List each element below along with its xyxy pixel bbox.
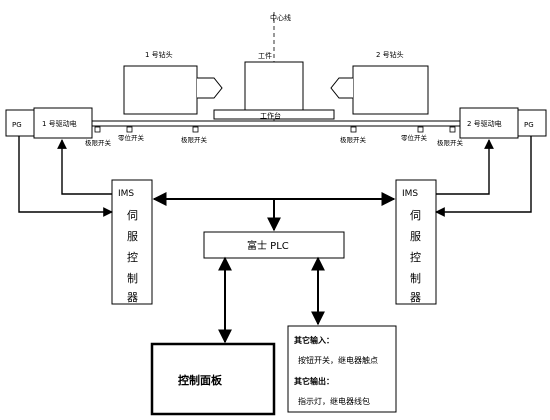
limit-switch-1 <box>94 126 101 133</box>
drill-bit-2 <box>330 77 353 99</box>
drive-motor-2 <box>459 107 519 139</box>
ims-right-line-5: 器 <box>410 291 421 304</box>
worktable-label: 工作台 <box>260 111 281 120</box>
ims-left-line-2: 服 <box>127 230 138 243</box>
limit-switch-2 <box>192 126 199 133</box>
ims-left-line-3: 控 <box>127 250 138 264</box>
limit-switch-4-label: 极限开关 <box>437 138 464 147</box>
pg-left-feedback-arrow <box>18 136 113 217</box>
worktable <box>213 109 335 120</box>
zero-switch-2-label: 零位开关 <box>401 133 428 142</box>
ims-left-line-4: 制 <box>127 272 138 285</box>
zero-switch-2 <box>417 126 424 133</box>
pg-right-feedback-arrow <box>435 136 532 217</box>
drill-head-2-label: 2 号钻头 <box>376 50 404 59</box>
ims-left-to-motor1-arrow <box>57 139 112 195</box>
motor-1-label: 1 号驱动电 <box>42 119 77 128</box>
zero-switch-1 <box>126 126 133 133</box>
other-input-title: 其它输入： <box>294 335 334 345</box>
other-input-detail: 按钮开关，继电器触点 <box>298 355 378 365</box>
motor-2-label: 2 号驱动电 <box>467 119 502 128</box>
pg-encoder-left <box>5 109 35 137</box>
other-io-box <box>287 325 397 413</box>
limit-switch-3-label: 极限开关 <box>340 135 367 144</box>
control-panel-label: 控制面板 <box>178 373 223 387</box>
ims-right-line-0: IMS <box>402 189 418 199</box>
pg-left-label: PG <box>12 121 22 129</box>
limit-switch-4 <box>449 126 456 133</box>
other-output-detail: 指示灯，继电器线包 <box>298 396 370 406</box>
ims-right-to-motor2-arrow <box>436 139 494 195</box>
ims-left-line-5: 器 <box>127 291 138 304</box>
ims-right-line-2: 服 <box>410 230 421 243</box>
center-line-label: 中心线 <box>270 13 291 22</box>
control-panel <box>150 342 276 416</box>
pg-encoder-right <box>517 109 547 137</box>
workpiece-label: 工件 <box>258 51 272 60</box>
workpiece <box>244 61 304 111</box>
ims-left-line-0: IMS <box>118 189 134 199</box>
limit-switch-3 <box>350 126 357 133</box>
ims-right-line-3: 控 <box>410 250 421 264</box>
pg-right-label: PG <box>524 121 534 129</box>
ims-right-line-4: 制 <box>410 272 421 285</box>
fuji-plc <box>203 231 345 259</box>
drive-motor-1 <box>33 107 93 139</box>
ims-servo-controller-left <box>111 179 153 305</box>
limit-switch-2-label: 极限开关 <box>181 135 208 144</box>
plc-label: 富士 PLC <box>247 239 289 252</box>
drill-head-1 <box>123 65 198 115</box>
drill-head-1-label: 1 号钻头 <box>145 50 173 59</box>
ims-left-line-1: 伺 <box>127 209 138 222</box>
limit-switch-1-label: 极限开关 <box>85 138 112 147</box>
other-output-title: 其它输出： <box>294 376 334 386</box>
drill-head-2 <box>352 65 429 115</box>
drill-bit-1 <box>197 77 223 99</box>
zero-switch-1-label: 零位开关 <box>118 133 145 142</box>
ims-right-line-1: 伺 <box>410 209 421 222</box>
ims-servo-controller-right <box>395 179 437 305</box>
